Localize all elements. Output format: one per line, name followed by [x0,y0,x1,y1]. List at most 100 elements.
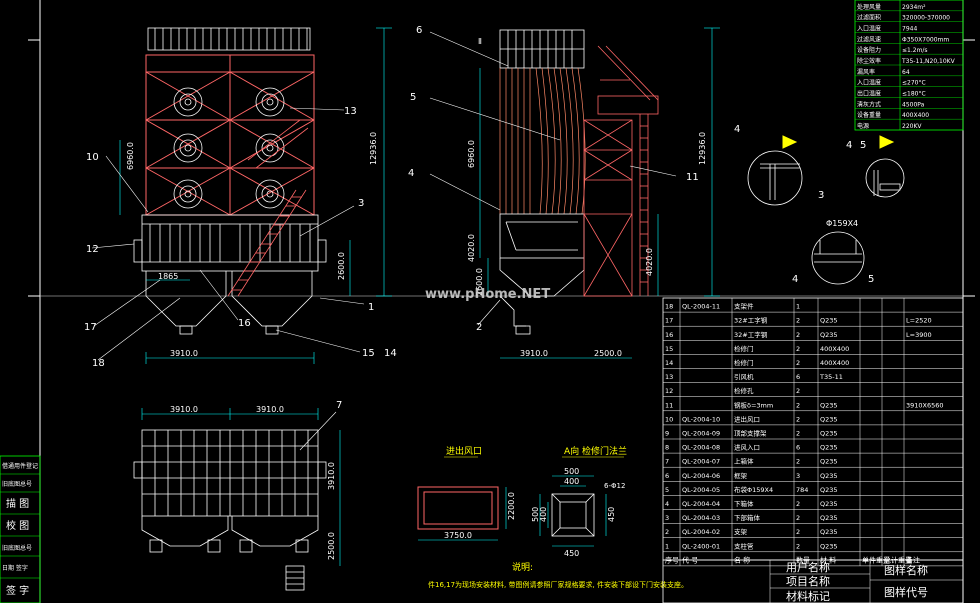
side-dim-hopper: 2600.0 [475,268,484,296]
parts-cell: 2 [796,415,800,423]
callout-17: 17 [84,322,97,333]
parts-cell: 32#工字钢 [734,330,768,339]
callout-numbers: 1 2 3 4 5 6 7 10 11 12 13 14 15 16 17 18… [84,25,874,411]
parts-cell: Q235 [820,401,838,409]
parts-cell: Q235 [820,500,838,508]
strip-label-4: 校 图 [6,519,29,532]
parts-cell: 2 [796,317,800,325]
parts-cell: QL-2400-01 [682,542,720,550]
parts-cell: L=2520 [906,317,932,325]
spec-param-label: 出口温度 [857,90,881,98]
spec-param-label: 过滤风速 [857,35,881,43]
spec-param-value: ≤180°C [902,91,926,98]
parts-cell: 3 [796,472,800,480]
callout-13: 13 [344,106,357,117]
parts-cell: 1 [796,303,800,311]
callout-detail-5b: 5 [868,274,874,285]
parts-cell: 检修门 [734,344,754,353]
side-dim-upper: 6960.0 [467,140,476,168]
parts-cell: Q235 [820,415,838,423]
side-body-outline [499,213,585,335]
parts-cell: 2 [796,331,800,339]
callout-5: 5 [410,92,416,103]
title-drawing-name: 图样名称 [884,563,928,577]
callout-detail-4c: 4 [792,274,798,285]
parts-cell: 3 [665,514,669,522]
spec-param-label: 电源 [857,122,869,130]
side-detail-mark: Ⅱ [478,37,482,46]
parts-cell: QL-2004-08 [682,444,720,452]
parts-cell: 4 [665,500,669,508]
spec-param-value: 4500Pa [902,101,925,108]
strip-label-7: 签 字 [6,584,29,597]
parts-cell: Q235 [820,542,838,550]
spec-param-value: Φ350X7000mm [902,36,949,43]
parts-cell: Q235 [820,528,838,536]
parts-cell: Q235 [820,514,838,522]
front-frame-structure [145,54,315,216]
detail-flags [782,135,895,149]
parts-cell: 13 [665,373,673,381]
callout-2: 2 [476,322,482,333]
callout-3: 3 [358,198,364,209]
parts-cell: QL-2004-11 [682,303,720,311]
side-dim-mid: 4020.0 [467,234,476,262]
front-dim-stair: 1865 [158,272,178,281]
parts-cell: 顶部支撑架 [734,429,767,438]
parts-cell: 9 [665,430,669,438]
parts-cell: 16 [665,331,673,339]
parts-cell: 检修孔 [734,386,754,395]
front-hoppers [145,271,313,335]
front-dim-width: 3910.0 [170,349,198,358]
inlet-height: 2200.0 [507,492,516,520]
side-dimensions [479,27,720,359]
left-margin-strip: 借通用件登记 旧底图总号 描 图 校 图 旧底图总号 日期 签字 签 字 [0,455,41,603]
callout-detail-5a: 5 [860,140,866,151]
spec-param-value: 320000-370000 [902,15,950,22]
parts-cell: 框架 [734,471,748,480]
parts-cell: 2 [796,528,800,536]
parts-cell: 1 [665,542,669,550]
parts-cell: 进风入口 [734,444,760,452]
door-title: A向 检修门法兰 [564,445,627,457]
parts-cell: 400X400 [820,345,849,353]
spec-param-label: 过滤面积 [857,14,881,22]
title-project-name: 项目名称 [786,574,830,588]
parts-cell: 2 [796,500,800,508]
spec-param-value: T35-11,N20,10KV [901,58,956,65]
parts-cell: 2 [796,359,800,367]
parts-cell: QL-2004-09 [682,430,720,438]
left-edge-ticks [28,39,40,297]
plan-dim-w2: 3910.0 [256,405,284,414]
parts-cell: 6 [796,373,800,381]
parts-cell: 32#工字钢 [734,316,768,325]
parts-cell: 2 [796,542,800,550]
door-w-bottom: 450 [564,549,579,558]
parts-cell: 2 [796,430,800,438]
door-detail: A向 检修门法兰 500 400 450 500 400 450 6-Φ12 [531,445,627,558]
front-fans [173,87,285,209]
strip-label-3: 描 图 [6,497,29,510]
parts-cell: 400X400 [820,359,849,367]
callout-11: 11 [686,172,699,183]
parts-cell: 6 [665,472,669,480]
detail-pipe-label: Φ159X4 [826,219,858,228]
right-edge-ticks [963,39,975,297]
callout-7: 7 [336,400,342,411]
parts-cell: 2 [796,458,800,466]
parts-cell: 17 [665,317,673,325]
parts-cell: Q235 [820,458,838,466]
parts-cell: 进出风口 [734,414,760,423]
parts-cell: 6 [796,444,800,452]
side-right-tower [583,119,633,297]
spec-param-value: ≤1.2m/s [902,47,928,54]
plan-dim-h1: 3910.0 [327,462,336,490]
callout-16: 16 [238,318,251,329]
side-top-railing [499,29,585,69]
watermark: www.pHome.NET [425,287,550,302]
door-holes: 6-Φ12 [604,482,625,490]
parts-cell: 上箱体 [734,457,754,466]
door-h-right: 450 [607,507,616,522]
